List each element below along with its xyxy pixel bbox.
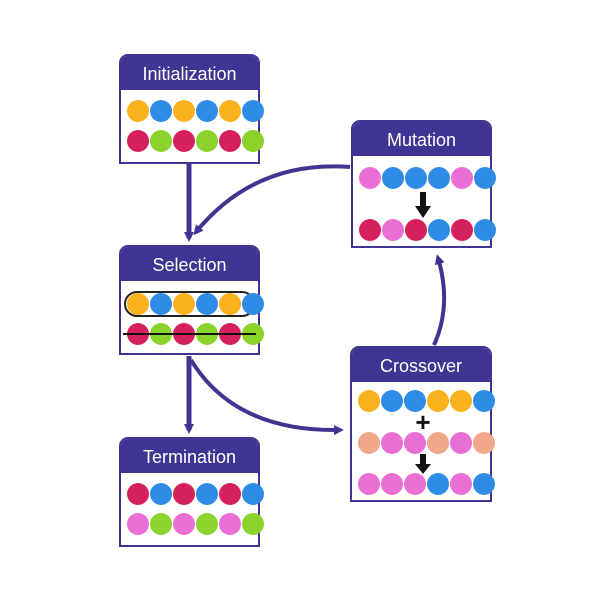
gene-dot-crimson (127, 130, 149, 152)
gene-dot-pink (173, 513, 195, 535)
termination-row-1 (127, 483, 264, 505)
gene-dot-blue (473, 390, 495, 412)
crossover-box: Crossover + (350, 346, 495, 502)
selection-box: Selection (119, 245, 264, 355)
initialization-box: Initialization (119, 54, 264, 164)
mutation-row-after (359, 219, 496, 241)
mutation-box: Mutation (351, 120, 496, 248)
gene-dot-pink (404, 473, 426, 495)
gene-dot-green (242, 513, 264, 535)
gene-dot-blue (150, 293, 172, 315)
gene-dot-blue (150, 483, 172, 505)
gene-dot-yellow (219, 293, 241, 315)
gene-dot-crimson (219, 483, 241, 505)
gene-dot-blue (242, 483, 264, 505)
termination-title: Termination (121, 439, 258, 473)
gene-dot-yellow (427, 390, 449, 412)
gene-dot-pink (381, 432, 403, 454)
gene-dot-peach (473, 432, 495, 454)
gene-dot-crimson (451, 219, 473, 241)
arrow-selection-to-crossover (189, 358, 344, 436)
gene-dot-yellow (127, 100, 149, 122)
gene-dot-pink (450, 432, 472, 454)
gene-dot-peach (358, 432, 380, 454)
gene-dot-peach (427, 432, 449, 454)
arrow-crossover-to-mutation (432, 254, 447, 346)
gene-dot-pink (450, 473, 472, 495)
gene-dot-yellow (219, 100, 241, 122)
crossover-parent-1 (358, 390, 495, 412)
gene-dot-blue (405, 167, 427, 189)
gene-dot-pink (359, 167, 381, 189)
gene-dot-pink (451, 167, 473, 189)
mutation-down-arrow-icon (415, 192, 431, 218)
gene-dot-blue (150, 100, 172, 122)
initialization-title: Initialization (121, 56, 258, 90)
gene-dot-pink (381, 473, 403, 495)
crossover-title: Crossover (352, 348, 490, 382)
crossover-plus-icon: + (415, 407, 431, 437)
gene-dot-crimson (173, 130, 195, 152)
gene-dot-blue (428, 167, 450, 189)
gene-dot-green (150, 130, 172, 152)
gene-dot-blue (473, 473, 495, 495)
gene-dot-yellow (173, 100, 195, 122)
crossover-down-arrow-icon (415, 454, 431, 474)
gene-dot-blue (196, 100, 218, 122)
gene-dot-pink (404, 432, 426, 454)
crossover-offspring (358, 473, 495, 495)
gene-dot-pink (382, 219, 404, 241)
gene-dot-crimson (359, 219, 381, 241)
gene-dot-green (150, 513, 172, 535)
gene-dot-crimson (219, 130, 241, 152)
gene-dot-green (242, 130, 264, 152)
gene-dot-green (196, 513, 218, 535)
initialization-row-2 (127, 130, 264, 152)
gene-dot-blue (404, 390, 426, 412)
gene-dot-yellow (450, 390, 472, 412)
mutation-row-before (359, 167, 496, 189)
initialization-row-1 (127, 100, 264, 122)
gene-dot-blue (242, 100, 264, 122)
gene-dot-crimson (173, 483, 195, 505)
gene-dot-blue (242, 293, 264, 315)
gene-dot-green (196, 130, 218, 152)
gene-dot-yellow (358, 390, 380, 412)
arrow-mutation-to-selection (193, 164, 351, 236)
gene-dot-blue (474, 219, 496, 241)
gene-dot-pink (358, 473, 380, 495)
gene-dot-blue (427, 473, 449, 495)
gene-dot-yellow (127, 293, 149, 315)
mutation-title: Mutation (353, 122, 490, 156)
crossover-parent-2 (358, 432, 495, 454)
termination-row-2 (127, 513, 264, 535)
rejected-individual-strike (123, 333, 256, 335)
gene-dot-yellow (173, 293, 195, 315)
selection-title: Selection (121, 247, 258, 281)
gene-dot-pink (127, 513, 149, 535)
gene-dot-blue (474, 167, 496, 189)
gene-dot-crimson (405, 219, 427, 241)
gene-dot-blue (381, 390, 403, 412)
gene-dot-pink (219, 513, 241, 535)
selection-row-1 (127, 293, 264, 315)
gene-dot-blue (382, 167, 404, 189)
termination-box: Termination (119, 437, 264, 547)
gene-dot-blue (196, 293, 218, 315)
gene-dot-blue (196, 483, 218, 505)
gene-dot-blue (428, 219, 450, 241)
gene-dot-crimson (127, 483, 149, 505)
